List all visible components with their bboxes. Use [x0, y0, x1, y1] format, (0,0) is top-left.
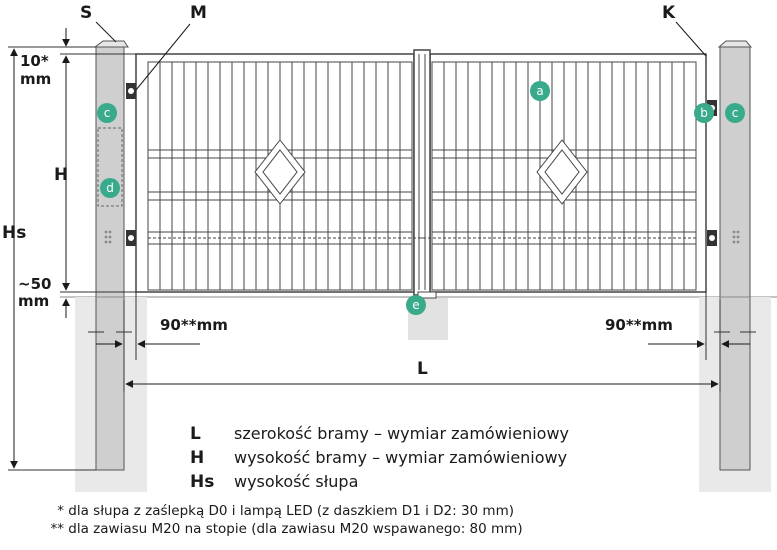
footnotes: * dla słupa z zaślepką D0 i lampą LED (z…	[50, 502, 523, 538]
svg-text:c: c	[104, 106, 111, 120]
label-bottom-gap-unit: mm	[18, 292, 49, 310]
label-k: K	[662, 3, 676, 23]
legend-key: L	[190, 424, 201, 444]
legend-desc: wysokość bramy – wymiar zamówieniowy	[234, 448, 568, 467]
svg-text:e: e	[412, 298, 419, 312]
label-left-offset: 90**mm	[160, 316, 228, 334]
badge-a: a	[530, 81, 550, 101]
footnote-text: dla słupa z zaślepką D0 i lampą LED (z d…	[68, 503, 514, 519]
legend-row-h: H wysokość bramy – wymiar zamówieniowy	[190, 448, 630, 472]
badge-c-left: c	[97, 103, 117, 123]
badge-b: b	[694, 103, 714, 123]
label-l: L	[417, 359, 428, 379]
hinge-icon-bottom-right	[707, 230, 717, 246]
legend-desc: szerokość bramy – wymiar zamówieniowy	[234, 424, 569, 443]
badge-e: e	[406, 295, 426, 315]
label-m: M	[190, 3, 207, 23]
footnote-text: dla zawiasu M20 na stopie (dla zawiasu M…	[68, 521, 523, 537]
legend-row-l: L szerokość bramy – wymiar zamówieniowy	[190, 424, 630, 448]
svg-text:b: b	[700, 106, 708, 120]
badge-d: d	[100, 178, 120, 198]
footnote-mark: *	[57, 503, 64, 519]
badge-c-right: c	[725, 103, 745, 123]
hinge-icon-bottom-left	[126, 230, 136, 246]
keypad-icon-left	[104, 230, 112, 244]
svg-text:d: d	[106, 181, 114, 195]
svg-text:a: a	[536, 84, 543, 98]
label-top-gap-unit: mm	[20, 70, 51, 88]
legend-key: Hs	[190, 472, 215, 492]
hinge-icon-top-left	[126, 83, 136, 99]
footnote-mark: **	[50, 521, 65, 537]
label-right-offset: 90**mm	[605, 316, 673, 334]
label-hs: Hs	[2, 223, 26, 243]
ground-stopper	[417, 291, 437, 299]
gate-pickets	[159, 62, 685, 290]
label-s: S	[80, 3, 92, 23]
lamp-panel	[97, 127, 123, 207]
diamond-ornament-right	[536, 139, 588, 205]
diamond-ornament-left	[254, 139, 306, 205]
legend-key: H	[190, 448, 205, 468]
label-top-gap-value: 10*	[20, 52, 49, 70]
keypad-icon-right	[732, 230, 740, 244]
svg-text:c: c	[732, 106, 739, 120]
footnote-2: ** dla zawiasu M20 na stopie (dla zawias…	[50, 520, 523, 538]
label-h: H	[54, 165, 68, 185]
label-bottom-gap-value: ~50	[18, 275, 51, 293]
legend-row-hs: Hs wysokość słupa	[190, 472, 630, 496]
footnote-1: * dla słupa z zaślepką D0 i lampą LED (z…	[50, 502, 523, 520]
legend: L szerokość bramy – wymiar zamówieniowy …	[190, 424, 630, 496]
gate-leaves	[135, 49, 707, 296]
legend-desc: wysokość słupa	[234, 472, 359, 491]
